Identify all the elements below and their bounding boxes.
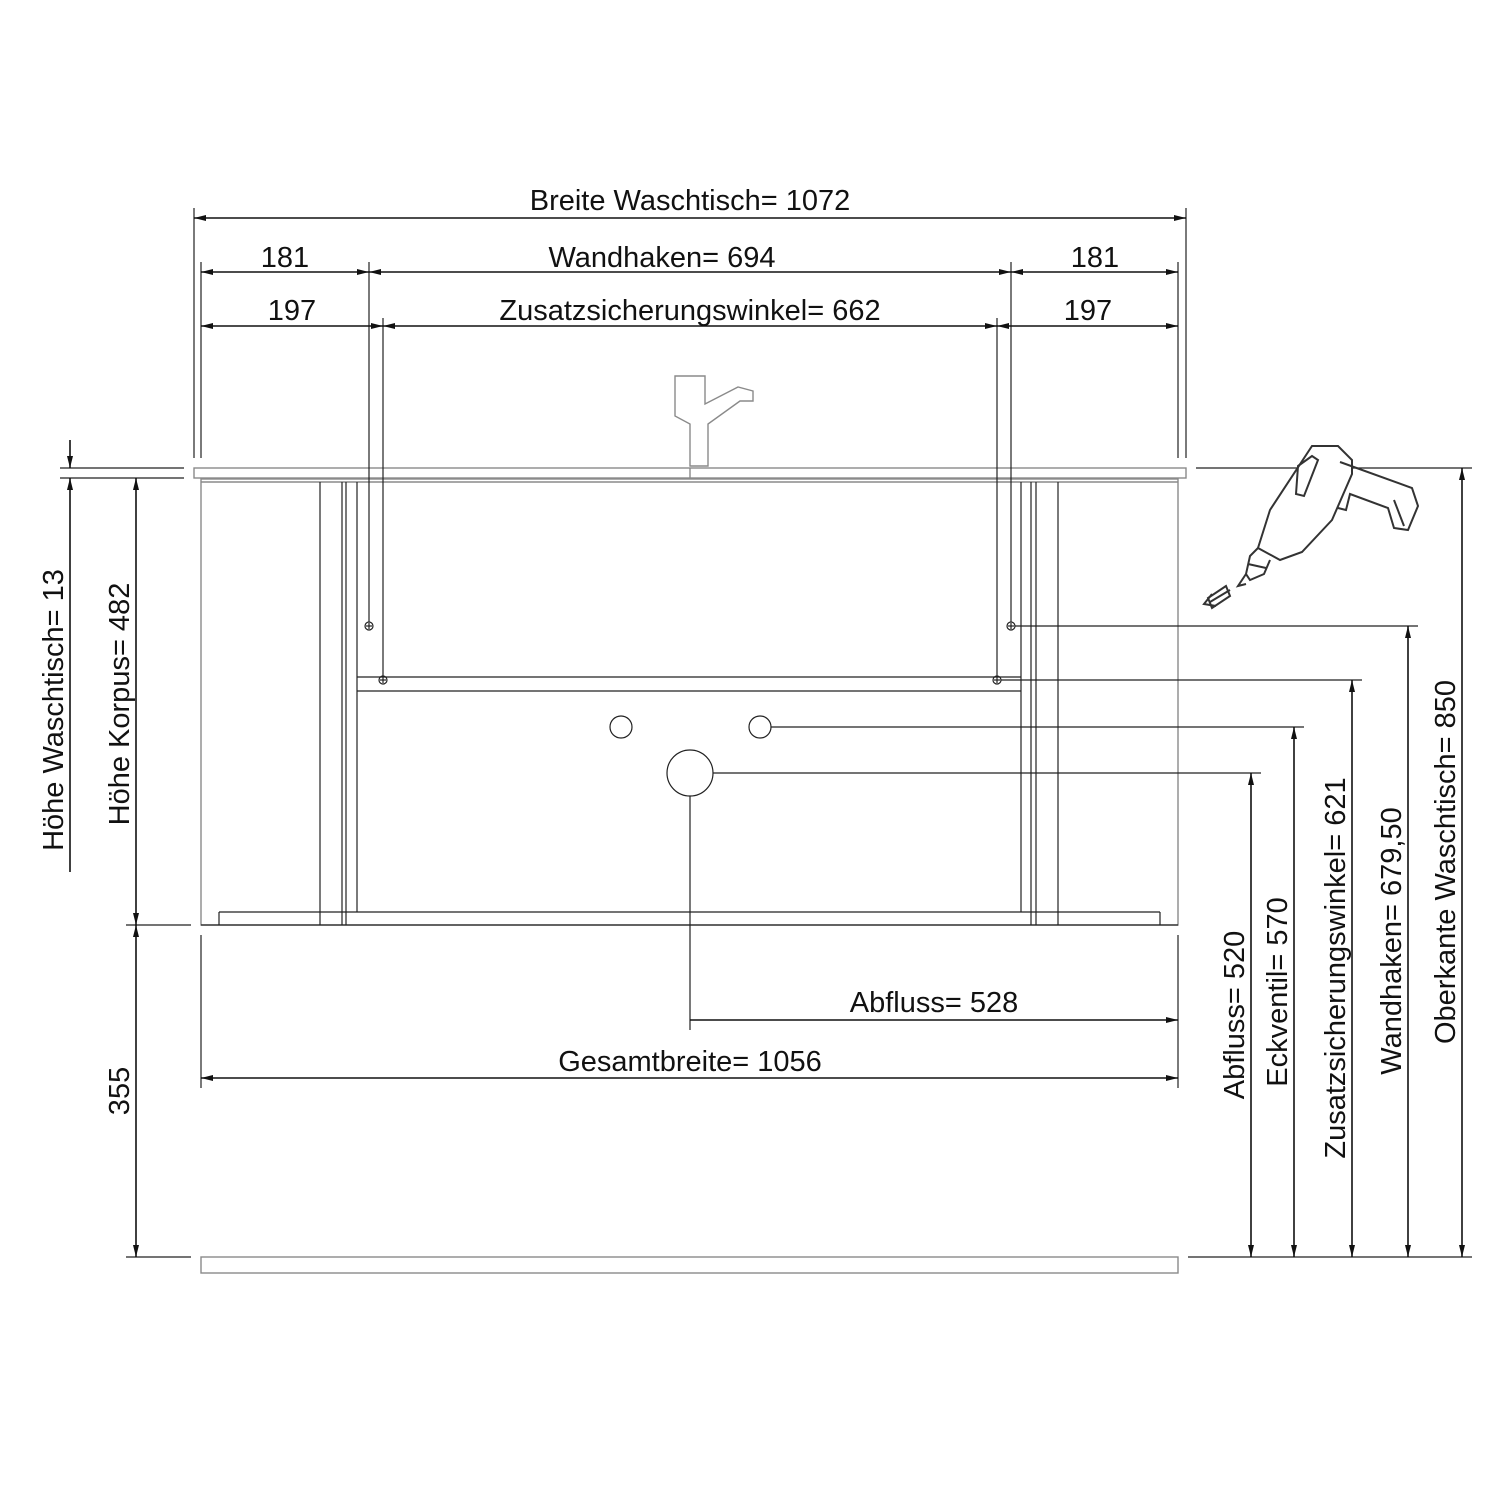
- label-offset-right-second: 197: [1064, 295, 1112, 327]
- label-abfluss-width: Abfluss= 528: [850, 987, 1018, 1019]
- floor-strip: [200, 1256, 1179, 1274]
- extension-lines: [60, 208, 1472, 1258]
- drain-hole: [666, 749, 714, 797]
- label-hoehe-waschtisch: Höhe Waschtisch= 13: [38, 569, 70, 851]
- label-offset-left-top: 181: [261, 242, 309, 274]
- angle-valve-right: [748, 715, 772, 739]
- label-zusatzsicherungswinkel-height: Zusatzsicherungswinkel= 621: [1320, 777, 1352, 1158]
- horizontal-labels: Breite Waschtisch= 1072 181 Wandhaken= 6…: [261, 185, 1119, 1078]
- label-wandhaken-height: Wandhaken= 679,50: [1376, 807, 1408, 1074]
- label-floor-clearance: 355: [104, 1067, 136, 1115]
- label-zusatzsicherungswinkel-width: Zusatzsicherungswinkel= 662: [499, 295, 880, 327]
- label-offset-right-top: 181: [1071, 242, 1119, 274]
- label-hoehe-korpus: Höhe Korpus= 482: [104, 583, 136, 826]
- label-wandhaken-width: Wandhaken= 694: [548, 242, 775, 274]
- label-gesamtbreite: Gesamtbreite= 1056: [558, 1046, 822, 1078]
- label-eckventil-height: Eckventil= 570: [1262, 897, 1294, 1086]
- angle-valve-left: [609, 715, 633, 739]
- drill-icon: [1202, 445, 1420, 610]
- horizontal-dimension-lines: [194, 215, 1186, 1081]
- label-abfluss-height: Abfluss= 520: [1219, 931, 1251, 1099]
- vertical-labels: Höhe Waschtisch= 13 Höhe Korpus= 482 355…: [38, 569, 1462, 1159]
- faucet-icon: [674, 375, 754, 467]
- vertical-dimension-lines: [67, 440, 1465, 1257]
- label-oberkante-waschtisch: Oberkante Waschtisch= 850: [1430, 680, 1462, 1044]
- label-breite-waschtisch: Breite Waschtisch= 1072: [530, 185, 851, 217]
- label-offset-left-second: 197: [268, 295, 316, 327]
